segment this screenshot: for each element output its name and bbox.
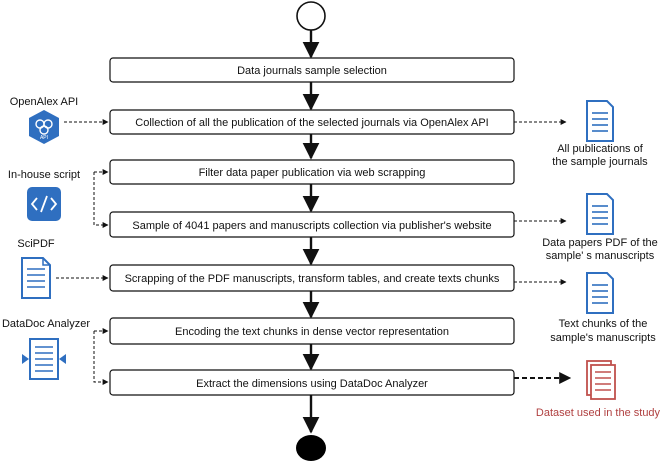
document-icon [586,272,614,314]
code-script-icon [27,187,61,221]
step-label: Encoding the text chunks in dense vector… [175,326,449,338]
step-label: Sample of 4041 papers and manuscripts co… [132,220,491,232]
output-label-line1: Text chunks of the [559,318,648,330]
step-box-7: Extract the dimensions using DataDoc Ana… [109,369,515,396]
tool-label-inhouse: In-house script [8,169,80,181]
step-box-3: Filter data paper publication via web sc… [109,159,515,185]
step-label: Scrapping of the PDF manuscripts, transf… [125,273,500,285]
step-box-4: Sample of 4041 papers and manuscripts co… [109,211,515,238]
step-box-1: Data journals sample selection [109,57,515,83]
output-label-line2: the sample journals [552,156,648,168]
tool-label-datadoc: DataDoc Analyzer [2,318,90,330]
output-label-line1: All publications of [557,143,644,155]
output-label-dataset: Dataset used in the study [536,407,661,419]
output-label-line2: sample's manuscripts [550,332,656,344]
dataset-documents-icon [586,360,616,400]
document-icon [586,193,614,235]
step-box-6: Encoding the text chunks in dense vector… [109,317,515,345]
output-label-line2: sample' s manuscripts [546,250,655,262]
analyzer-document-icon [22,338,66,380]
step-box-2: Collection of all the publication of the… [109,109,515,135]
step-label: Collection of all the publication of the… [135,117,488,129]
tool-label-scipdf: SciPDF [17,238,55,250]
start-node [296,1,326,31]
openalex-api-icon: API [29,110,59,144]
document-icon [586,100,614,142]
output-label-line1: Data papers PDF of the [542,237,658,249]
tool-connector [93,328,109,385]
step-box-5: Scrapping of the PDF manuscripts, transf… [109,264,515,292]
tool-connector [93,169,109,228]
step-label: Extract the dimensions using DataDoc Ana… [196,378,428,390]
pdf-document-icon [21,257,51,299]
end-node [296,435,326,461]
openalex-icon-text: API [40,135,48,141]
step-label: Data journals sample selection [237,65,387,77]
tool-label-openalex: OpenAlex API [10,96,79,108]
step-label: Filter data paper publication via web sc… [199,167,426,179]
